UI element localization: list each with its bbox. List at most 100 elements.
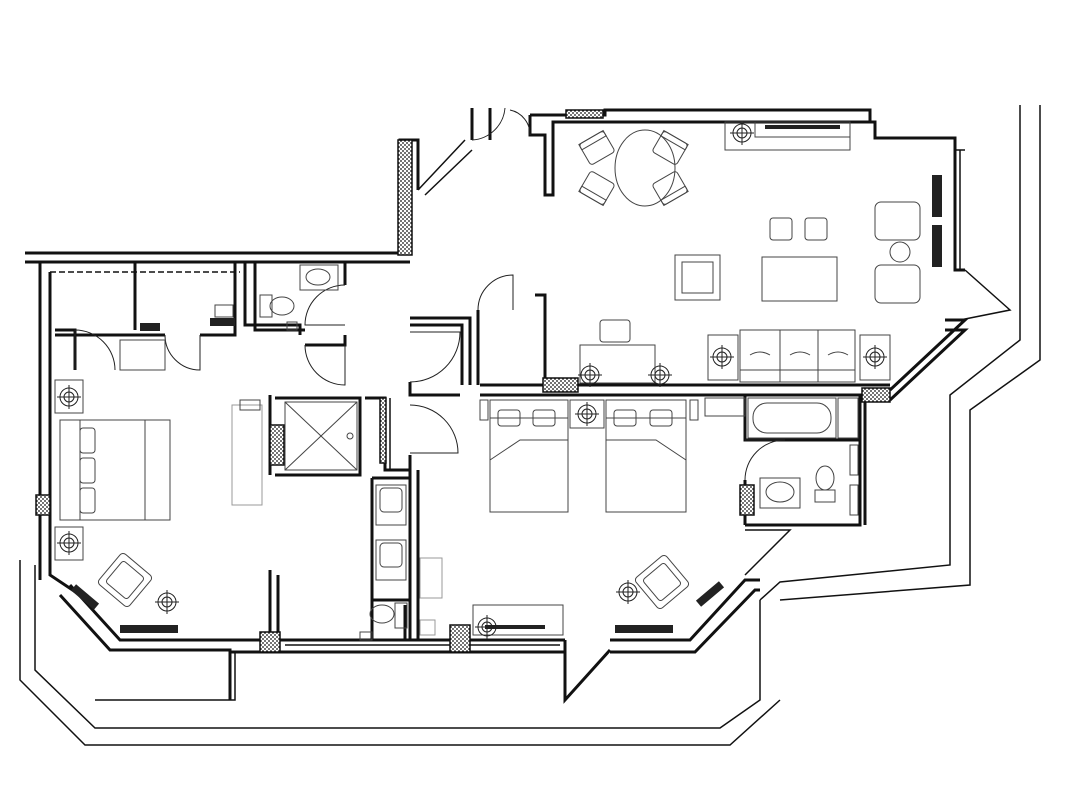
- sofa: [739, 329, 856, 383]
- radiator-icon: [120, 625, 178, 633]
- bedroom-1: [54, 304, 263, 633]
- doors: [74, 107, 786, 481]
- door-main-entry: [471, 107, 506, 141]
- ottoman: [674, 254, 721, 301]
- toilet-icon: [369, 604, 395, 624]
- paper-holder: [359, 631, 373, 641]
- toilet-tank: [394, 602, 408, 629]
- shelf: [140, 323, 160, 331]
- luggage-rack: [214, 304, 234, 318]
- paper-holder: [286, 321, 298, 331]
- luggage-rack: [419, 557, 443, 599]
- door-living-room: [477, 274, 514, 311]
- vanity: [375, 539, 407, 581]
- bench: [119, 339, 166, 371]
- column-7: [259, 631, 281, 653]
- lamp-icon: [56, 384, 82, 410]
- pillow: [497, 409, 521, 427]
- column-2: [565, 109, 604, 119]
- structural-columns: [35, 109, 891, 653]
- bed-sheet: [606, 439, 687, 461]
- tv-icon: [485, 625, 545, 629]
- door-bedroom2: [409, 404, 459, 454]
- lamp-icon: [615, 579, 641, 605]
- buffet-cabinet: [724, 121, 851, 151]
- toilet-tank: [814, 489, 836, 503]
- lamp-icon: [729, 120, 755, 146]
- vanity: [299, 264, 339, 291]
- bed-sheet: [489, 439, 568, 461]
- nightstand: [569, 399, 605, 429]
- walls: [25, 108, 1012, 704]
- sink-icon: [379, 542, 403, 568]
- column-1: [397, 139, 413, 256]
- door-main-entry-2: [509, 109, 531, 136]
- sink-icon: [765, 481, 795, 503]
- bathtub: [747, 397, 837, 439]
- twin-bed: [489, 399, 569, 513]
- door-entry: [409, 331, 461, 383]
- dining-chair: [578, 170, 616, 206]
- armchair: [874, 264, 921, 304]
- armchair: [634, 554, 690, 610]
- radiator-icon: [932, 175, 942, 217]
- dining-chair: [651, 130, 689, 166]
- vanity: [375, 484, 407, 526]
- bed-headboard: [489, 399, 569, 419]
- pillow: [79, 427, 96, 454]
- shelf: [210, 318, 235, 326]
- tv-icon: [765, 125, 840, 129]
- armchair: [97, 552, 153, 608]
- dining-chair: [651, 170, 689, 206]
- lamp-icon: [154, 589, 180, 615]
- lamp-icon: [709, 344, 735, 370]
- toilet-icon: [269, 296, 295, 316]
- pillow: [79, 487, 96, 514]
- radiator-icon: [615, 625, 673, 633]
- dining-chair: [578, 130, 616, 166]
- lamp-icon: [56, 530, 82, 556]
- sink-icon: [379, 487, 403, 513]
- pillow: [79, 457, 96, 484]
- door-powder-room: [304, 284, 346, 326]
- door-bedroom1-closet-2: [164, 334, 201, 371]
- terrace-outline: [19, 105, 1041, 746]
- stool: [804, 217, 828, 241]
- sideboard: [754, 121, 851, 138]
- king-bed: [59, 419, 171, 521]
- dresser: [231, 404, 263, 506]
- trash-can: [419, 619, 436, 636]
- towel-bar: [849, 444, 859, 476]
- column-6: [269, 424, 285, 466]
- stool: [769, 217, 793, 241]
- radiator-icon: [695, 581, 725, 607]
- radiator-icon: [70, 584, 100, 610]
- desk: [579, 344, 656, 384]
- armchair: [874, 201, 921, 241]
- door-corridor: [304, 344, 346, 386]
- wall-panel: [689, 399, 699, 421]
- pillow: [613, 409, 637, 427]
- shower-drain-icon: [346, 432, 354, 440]
- sink-icon: [305, 268, 331, 286]
- shower: [284, 401, 358, 471]
- wall-panel: [479, 399, 489, 421]
- toilet-icon: [815, 465, 835, 491]
- bed-footboard: [144, 419, 171, 521]
- bathtub-basin: [752, 402, 832, 434]
- towel-bar: [849, 484, 859, 516]
- side-table: [889, 241, 911, 263]
- coffee-table: [761, 256, 838, 302]
- ottoman-top: [681, 261, 714, 294]
- radiator-icon: [932, 225, 942, 267]
- bed-headboard: [605, 399, 687, 419]
- bedroom-2: [419, 399, 725, 640]
- lamp-icon: [862, 344, 888, 370]
- end-table: [859, 334, 891, 381]
- column-3: [542, 377, 579, 393]
- bathroom-1: [284, 398, 408, 641]
- desk-chair: [599, 319, 631, 343]
- living-dining-room: [577, 120, 965, 388]
- bed-headboard: [59, 419, 81, 521]
- dresser: [472, 604, 564, 636]
